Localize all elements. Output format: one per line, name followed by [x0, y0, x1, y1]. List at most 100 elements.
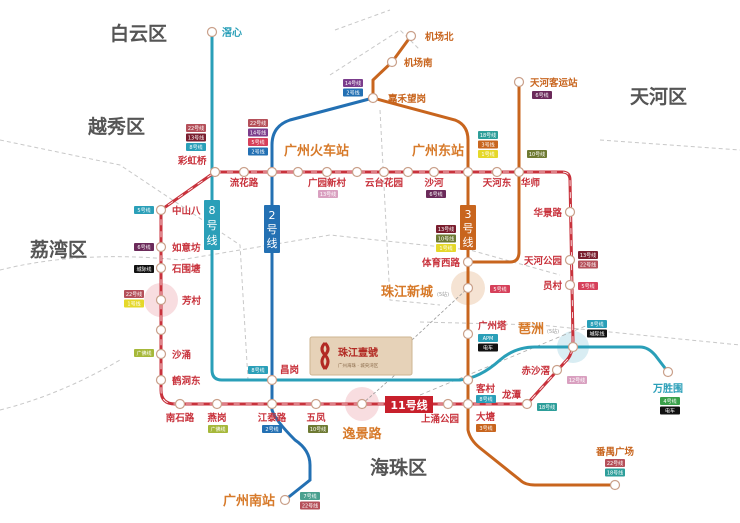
- station-marker-icon[interactable]: [310, 398, 322, 410]
- station-marker-icon[interactable]: [356, 398, 368, 410]
- station-marker-icon[interactable]: [567, 341, 579, 353]
- station-unnamed[interactable]: [351, 166, 363, 178]
- station-marker-icon[interactable]: [513, 76, 525, 88]
- station[interactable]: 逸景路: [342, 398, 382, 443]
- station-marker-icon[interactable]: [609, 479, 621, 491]
- station-marker-icon[interactable]: [206, 26, 218, 38]
- project-logo[interactable]: 珠江壹號 广州海珠 · 城央湾区: [309, 336, 413, 376]
- station-marker-icon[interactable]: [521, 398, 533, 410]
- station[interactable]: 云台花园: [365, 166, 403, 190]
- station-marker-icon[interactable]: [462, 328, 474, 340]
- station[interactable]: 南石路: [166, 398, 195, 425]
- line-11-label[interactable]: 11号线: [385, 396, 433, 413]
- station-marker-icon[interactable]: [428, 166, 440, 178]
- station-marker-icon[interactable]: [266, 374, 278, 386]
- station-marker-icon[interactable]: [209, 166, 221, 178]
- station-unnamed[interactable]: [402, 166, 414, 178]
- station-marker-icon[interactable]: [155, 374, 167, 386]
- station-marker-icon[interactable]: [155, 294, 167, 306]
- station-marker-icon[interactable]: [155, 348, 167, 360]
- line-8-route[interactable]: [210, 32, 670, 382]
- station-unnamed[interactable]: [292, 166, 304, 178]
- station[interactable]: 机场南: [386, 56, 434, 69]
- station[interactable]: 流花路: [230, 166, 259, 190]
- station-marker-icon[interactable]: [266, 398, 278, 410]
- station-marker-icon[interactable]: [351, 166, 363, 178]
- station-marker-icon[interactable]: [513, 166, 525, 178]
- station[interactable]: 上涌公园: [421, 398, 459, 426]
- line-8-label[interactable]: 8 号 线: [204, 200, 220, 250]
- station-marker-icon[interactable]: [662, 366, 674, 378]
- station-marker-icon[interactable]: [386, 56, 398, 68]
- station-marker-icon[interactable]: [442, 398, 454, 410]
- station-marker-icon[interactable]: [279, 494, 291, 506]
- line-3-branch-route[interactable]: [468, 82, 521, 264]
- station-marker-icon[interactable]: [462, 374, 474, 386]
- line-2-route[interactable]: [270, 96, 374, 502]
- station-marker-icon[interactable]: [155, 204, 167, 216]
- station-marker-icon[interactable]: [564, 254, 576, 266]
- station-marker-icon[interactable]: [266, 166, 278, 178]
- line-3-route[interactable]: [371, 35, 615, 487]
- station-marker-icon[interactable]: [155, 241, 167, 253]
- station[interactable]: 滘心: [206, 26, 243, 39]
- station-marker-icon[interactable]: [174, 398, 186, 410]
- station-marker-icon[interactable]: [564, 279, 576, 291]
- station-marker-icon[interactable]: [402, 166, 414, 178]
- station-marker-icon[interactable]: [367, 92, 379, 104]
- station-marker-icon[interactable]: [155, 262, 167, 274]
- station-unnamed[interactable]: [155, 324, 167, 336]
- station[interactable]: 天河东: [483, 166, 512, 190]
- station[interactable]: 机场北: [405, 30, 455, 43]
- line-2-label[interactable]: 2 号 线: [264, 205, 280, 253]
- station-marker-icon[interactable]: [211, 398, 223, 410]
- station-marker-icon[interactable]: [155, 324, 167, 336]
- station-marker-icon[interactable]: [462, 282, 474, 294]
- station-marker-icon[interactable]: [405, 30, 417, 42]
- station[interactable]: 鹤洞东: [155, 374, 202, 387]
- line-3-label[interactable]: 3 号 线: [460, 205, 476, 250]
- station-marker-icon[interactable]: [491, 166, 503, 178]
- station-marker-icon[interactable]: [462, 398, 474, 410]
- station-marker-icon[interactable]: [462, 166, 474, 178]
- station-marker-icon[interactable]: [321, 166, 333, 178]
- station[interactable]: 华景路: [533, 206, 576, 219]
- station-marker-icon[interactable]: [462, 256, 474, 268]
- station-marker-icon[interactable]: [292, 166, 304, 178]
- station-marker-icon[interactable]: [551, 364, 563, 376]
- station-marker-icon[interactable]: [378, 166, 390, 178]
- line-badge-label: 5号线: [581, 283, 594, 290]
- station-marker-icon[interactable]: [238, 166, 250, 178]
- station-marker-icon[interactable]: [564, 206, 576, 218]
